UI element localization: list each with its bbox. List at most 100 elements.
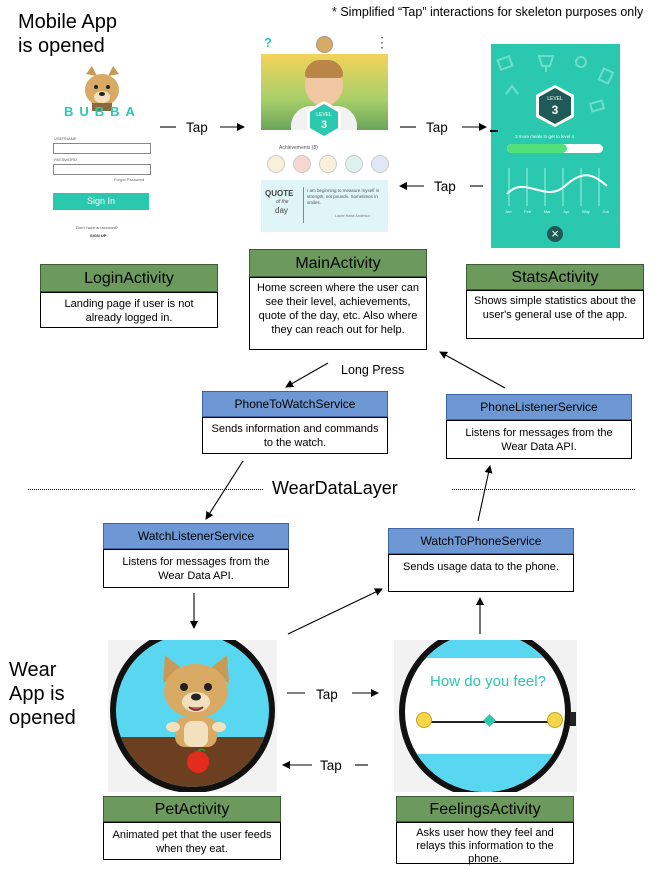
arrow-main-to-phone-to-watch bbox=[285, 362, 329, 388]
wear-heading: Wear App is opened bbox=[9, 658, 76, 730]
happy-face-icon[interactable] bbox=[547, 712, 563, 728]
progress-bar-track bbox=[507, 144, 603, 153]
stats-level-label: LEVEL bbox=[547, 96, 563, 102]
forgot-password-link[interactable]: Forgot Password bbox=[114, 177, 145, 182]
sign-up-link[interactable]: SIGN UP bbox=[90, 233, 107, 238]
stats-level-number: 3 bbox=[551, 103, 559, 117]
watch-listener-title: WatchListenerService bbox=[103, 523, 289, 549]
wear-heading-line: opened bbox=[9, 707, 76, 729]
layer-label: WearDataLayer bbox=[272, 478, 398, 498]
no-account-text: Don't have an account? bbox=[76, 225, 118, 230]
month-label: Jan bbox=[505, 209, 512, 214]
arrow-phone-listener-to-main bbox=[439, 351, 506, 389]
pet-screenshot bbox=[108, 640, 277, 792]
bottom-band bbox=[405, 754, 565, 792]
login-screenshot: BUBBA USERNAME PASSWORD Forgot Password … bbox=[50, 62, 155, 247]
main-activity-desc: Home screen where the user can see their… bbox=[249, 277, 427, 350]
level-label: LEVEL bbox=[316, 112, 332, 118]
stats-edge-mark bbox=[490, 130, 498, 132]
watch-listener-desc: Listens for messages from the Wear Data … bbox=[103, 549, 289, 588]
pet-activity-desc: Animated pet that the user feeds when th… bbox=[103, 822, 281, 860]
feelings-screenshot: How do you feel? bbox=[394, 640, 577, 792]
arrow-watch-to-phone-to-phone-listener bbox=[477, 465, 493, 522]
watch-crown bbox=[570, 712, 576, 726]
username-label: USERNAME bbox=[54, 136, 77, 141]
feelings-watch-face: How do you feel? bbox=[399, 640, 571, 792]
menu-icon[interactable]: ⋮ bbox=[375, 34, 389, 50]
mobile-heading-line: Mobile App bbox=[18, 11, 117, 33]
stats-level-hexagon-icon bbox=[536, 85, 574, 127]
avatar[interactable] bbox=[316, 36, 333, 53]
disclaimer-note: * Simplified “Tap” interactions for skel… bbox=[332, 5, 644, 19]
phone-listener-title: PhoneListenerService bbox=[446, 394, 632, 420]
tap-label-pet-feelings: Tap bbox=[316, 687, 338, 702]
tap-label-main-stats: Tap bbox=[426, 120, 448, 135]
calendar-badge-icon[interactable] bbox=[371, 155, 389, 173]
cup-badge-icon[interactable] bbox=[319, 155, 337, 173]
layer-divider-right bbox=[452, 489, 635, 490]
hair-shape bbox=[305, 60, 343, 78]
level-number: 3 bbox=[320, 119, 328, 131]
main-screenshot: ? ⋮ LEVEL 3 Achievements (8) QUOTE of th… bbox=[259, 34, 390, 234]
sad-face-icon[interactable] bbox=[416, 712, 432, 728]
wear-heading-line: Wear bbox=[9, 659, 57, 681]
password-field[interactable] bbox=[53, 164, 151, 175]
quote-day: day bbox=[275, 206, 288, 215]
dog-logo-icon bbox=[85, 66, 119, 111]
top-band bbox=[405, 640, 565, 658]
quote-of: of the bbox=[276, 199, 289, 205]
feelings-activity-title: FeelingsActivity bbox=[396, 796, 574, 822]
progress-text: 3 more meals to get to level 4 bbox=[515, 134, 575, 139]
pet-activity-title: PetActivity bbox=[103, 796, 281, 822]
close-icon[interactable]: × bbox=[547, 226, 563, 242]
watch-to-phone-title: WatchToPhoneService bbox=[388, 528, 574, 554]
month-label: Apr bbox=[563, 209, 570, 214]
phone-to-watch-desc: Sends information and commands to the wa… bbox=[202, 417, 388, 454]
mobile-heading-line: is opened bbox=[18, 35, 105, 57]
quote-text: I am beginning to measure myself in stre… bbox=[307, 188, 380, 205]
sign-in-button[interactable]: Sign In bbox=[53, 193, 149, 210]
phone-listener-desc: Listens for messages from the Wear Data … bbox=[446, 420, 632, 459]
long-press-label: Long Press bbox=[341, 363, 405, 377]
stats-activity-title: StatsActivity bbox=[466, 264, 644, 290]
month-label: May bbox=[582, 209, 590, 214]
wear-heading-line: App is bbox=[9, 683, 65, 705]
level-hexagon-icon bbox=[307, 101, 341, 139]
arrow-phone-to-watch-to-watch-listener bbox=[205, 460, 244, 520]
login-activity-desc: Landing page if user is not already logg… bbox=[40, 292, 218, 328]
quote-author: Laurie Halse Anderson bbox=[335, 214, 371, 218]
help-icon[interactable]: ? bbox=[264, 35, 272, 50]
trophy-badge-icon[interactable] bbox=[267, 155, 285, 173]
username-field[interactable] bbox=[53, 143, 151, 154]
stats-background-icons bbox=[496, 54, 615, 113]
stats-activity-desc: Shows simple statistics about the user's… bbox=[466, 290, 644, 339]
tap-label-feelings-pet: Tap bbox=[320, 758, 342, 773]
password-label: PASSWORD bbox=[54, 157, 78, 162]
month-label: Mar bbox=[543, 209, 551, 214]
login-activity-title: LoginActivity bbox=[40, 264, 218, 292]
apple-icon[interactable] bbox=[184, 747, 212, 775]
month-label: Feb bbox=[524, 209, 532, 214]
usage-chart bbox=[506, 168, 608, 206]
feeling-slider-thumb[interactable] bbox=[483, 714, 496, 727]
phone-to-watch-title: PhoneToWatchService bbox=[202, 391, 388, 417]
watch-to-phone-desc: Sends usage data to the phone. bbox=[388, 554, 574, 592]
pet-watch-face bbox=[110, 640, 275, 792]
pet-dog-icon bbox=[163, 655, 229, 747]
quote-divider bbox=[303, 187, 304, 223]
month-label: Jun bbox=[602, 209, 609, 214]
mobile-heading: Mobile App is opened bbox=[18, 10, 117, 58]
layer-divider-left bbox=[28, 489, 263, 490]
tap-label-stats-main: Tap bbox=[434, 179, 456, 194]
quote-title: QUOTE bbox=[265, 189, 294, 198]
achievements-label: Achievements (8) bbox=[279, 145, 318, 151]
feelings-question: How do you feel? bbox=[430, 673, 546, 690]
main-activity-title: MainActivity bbox=[249, 249, 427, 277]
month-axis: Jan Feb Mar Apr May Jun bbox=[505, 209, 609, 214]
gift-badge-icon[interactable] bbox=[293, 155, 311, 173]
brand-name: BUBBA bbox=[64, 104, 141, 119]
quote-card: QUOTE of the day I am beginning to measu… bbox=[261, 180, 388, 232]
feelings-activity-desc: Asks user how they feel and relays this … bbox=[396, 822, 574, 865]
stats-screenshot: LEVEL 3 3 more meals to get to level 4 J… bbox=[491, 44, 620, 248]
check-badge-icon[interactable] bbox=[345, 155, 363, 173]
